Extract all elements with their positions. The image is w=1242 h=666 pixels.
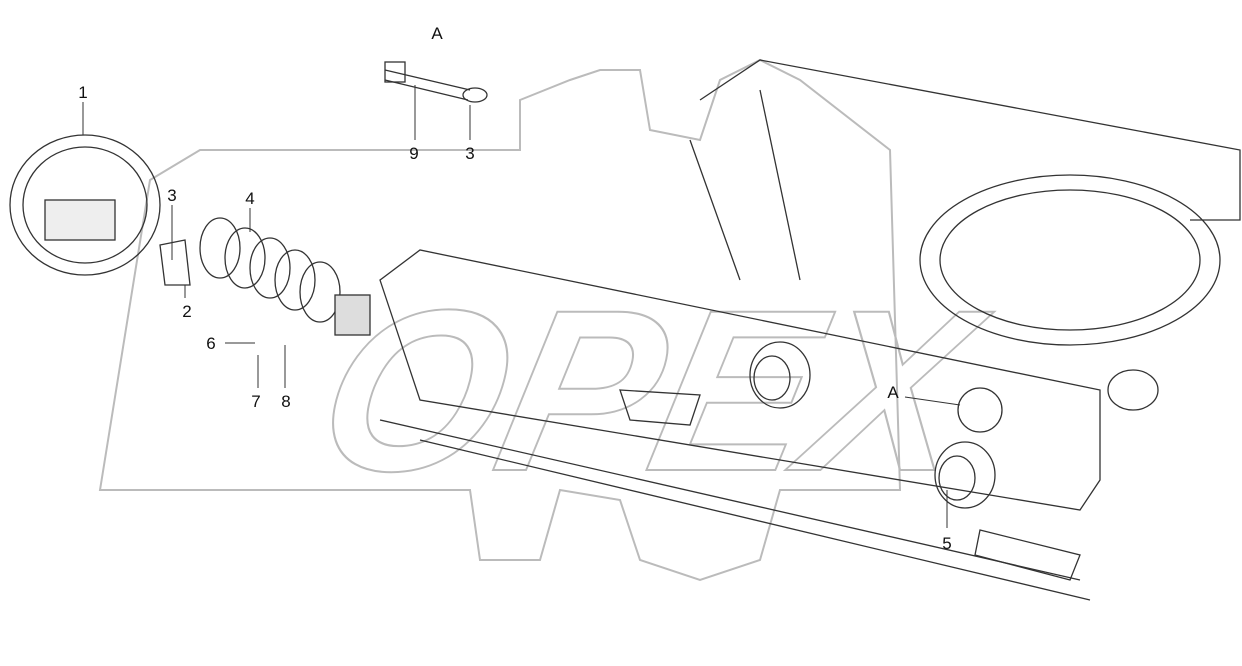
callout-6: 6 <box>206 334 216 353</box>
callout-1: 1 <box>78 83 88 102</box>
callout-7: 7 <box>251 392 261 411</box>
callout-5: 5 <box>942 534 952 553</box>
opex-watermark-logo: OPEX <box>98 58 1006 582</box>
carrier-roller-upper <box>749 341 811 409</box>
idler-wheel <box>9 134 161 276</box>
callout-a-view: A <box>887 383 899 402</box>
recoil-spring <box>159 217 371 336</box>
carrier-roller-lower <box>934 441 996 509</box>
detail-a-circle <box>957 387 1003 433</box>
track-frame <box>379 59 1241 601</box>
callout-2: 2 <box>182 302 192 321</box>
callout-8: 8 <box>281 392 291 411</box>
callout-9: 9 <box>409 144 419 163</box>
svg-text:OPEX: OPEX <box>300 262 1006 519</box>
leader-lines <box>82 85 961 528</box>
callout-3-washer: 3 <box>465 144 475 163</box>
pin-and-washer <box>384 61 488 103</box>
callout-a-top: A <box>431 24 443 43</box>
callout-3: 3 <box>167 186 177 205</box>
callout-4: 4 <box>245 189 255 208</box>
